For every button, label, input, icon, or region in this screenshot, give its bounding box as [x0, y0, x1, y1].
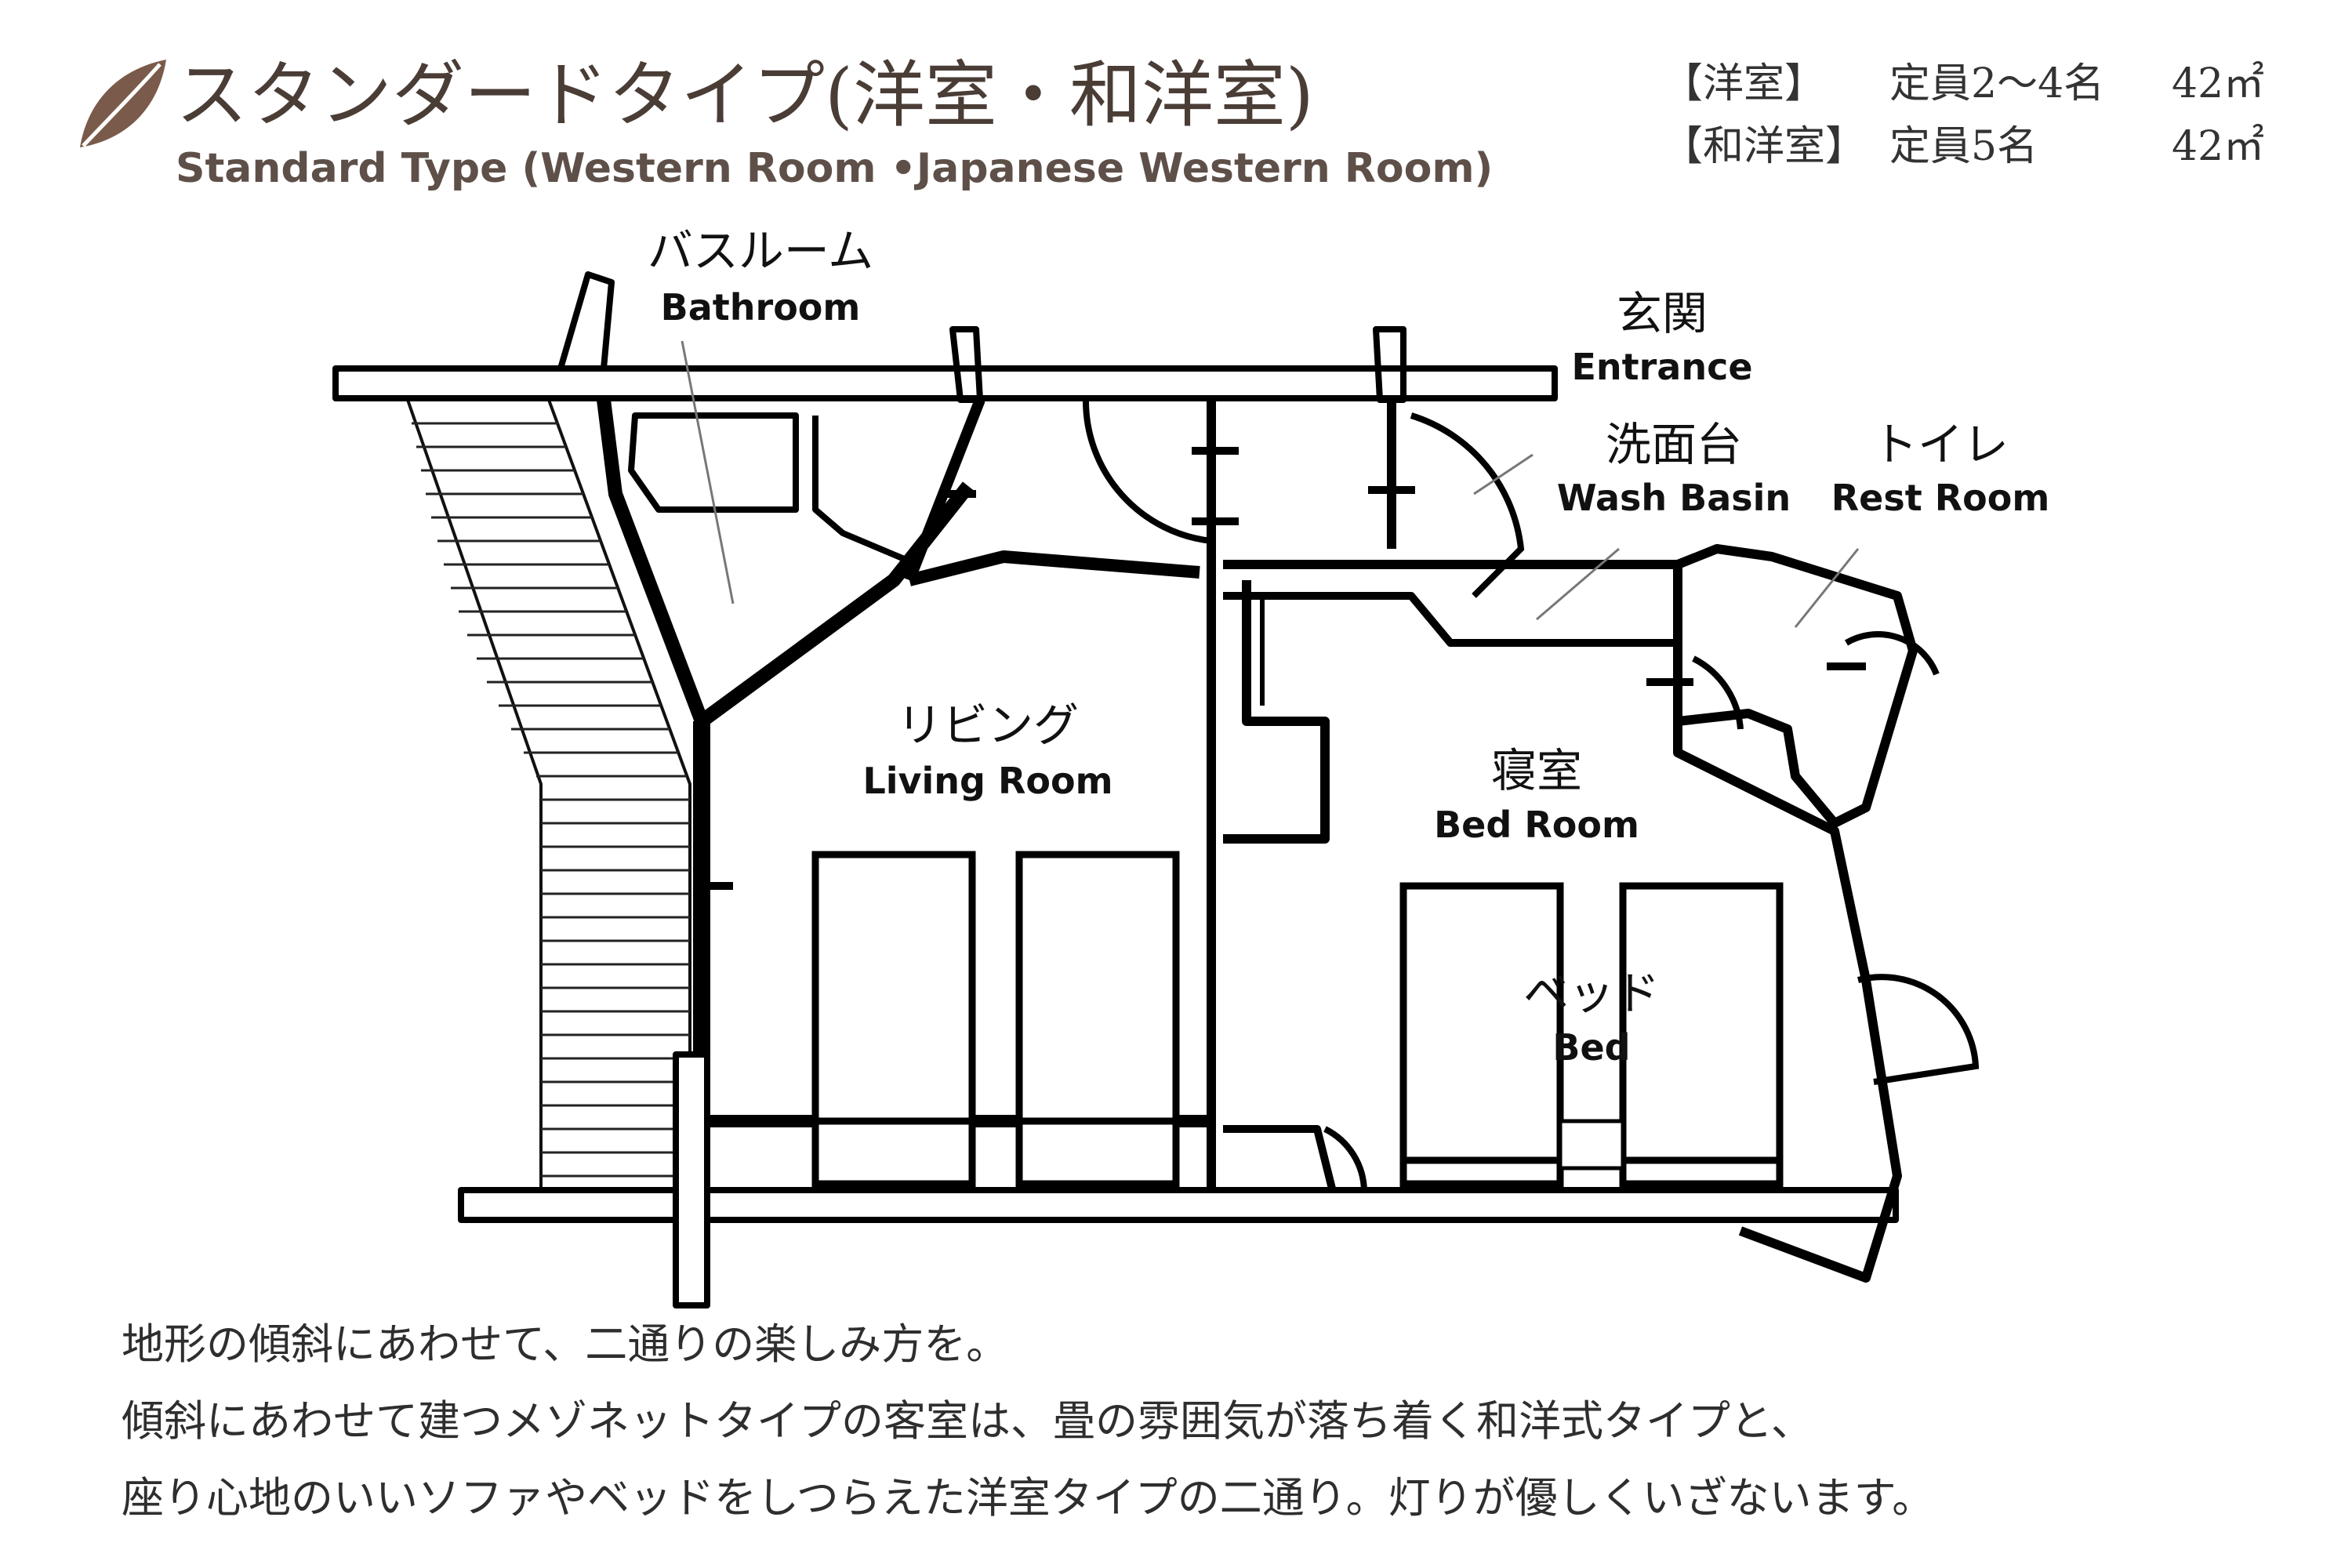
description-line: 地形の傾斜にあわせて、二通りの楽しみ方を。	[122, 1319, 1009, 1369]
description-line: 傾斜にあわせて建つメゾネットタイプの客室は、畳の雰囲気が落ち着く和洋式タイプと、	[122, 1396, 1813, 1446]
spec-label-japanese-western: 【和洋室】	[1662, 123, 1867, 170]
spec-capacity-japanese-western: 定員5名	[1889, 123, 2038, 170]
spec-area-western: 42㎡	[2172, 60, 2265, 107]
rest-room-label-en: Rest Room	[1831, 477, 2050, 519]
rest-room-label-jp: トイレ	[1871, 418, 2009, 471]
beds	[811, 851, 1784, 1188]
leader-lines	[681, 340, 1860, 628]
page-title: スタンダードタイプ(洋室・和洋室)	[176, 53, 1314, 137]
spec-capacity-western: 定員2～4名	[1889, 60, 2105, 107]
wash-basin-label-jp: 洗面台	[1605, 418, 1743, 471]
stairs-hatching	[405, 398, 691, 1193]
bathroom-label-en: Bathroom	[660, 286, 861, 328]
leaf-icon	[80, 60, 166, 147]
living-room-label-en: Living Room	[862, 760, 1113, 802]
description-line: 座り心地のいいソファやベッドをしつらえた洋室タイプの二通り。灯りが優しくいざない…	[122, 1473, 1935, 1523]
bed-label-en: Bed	[1552, 1026, 1631, 1069]
door-ticks	[702, 447, 1866, 890]
doors	[1082, 399, 1980, 1192]
bed-room-label-en: Bed Room	[1434, 804, 1639, 846]
bed-room-label-jp: 寝室	[1490, 744, 1583, 797]
bathroom-label-jp: バスルーム	[647, 224, 874, 278]
bed-label-jp: ベッド	[1523, 967, 1661, 1020]
spec-label-western: 【洋室】	[1662, 60, 1826, 107]
entrance-label-jp: 玄関	[1616, 287, 1708, 340]
spec-area-japanese-western: 42㎡	[2172, 123, 2265, 170]
page-subtitle: Standard Type (Western Room •Japanese We…	[176, 145, 1494, 192]
entrance-label-en: Entrance	[1571, 346, 1753, 388]
wash-basin-label-en: Wash Basin	[1556, 477, 1791, 519]
living-room-label-jp: リビング	[896, 699, 1080, 752]
